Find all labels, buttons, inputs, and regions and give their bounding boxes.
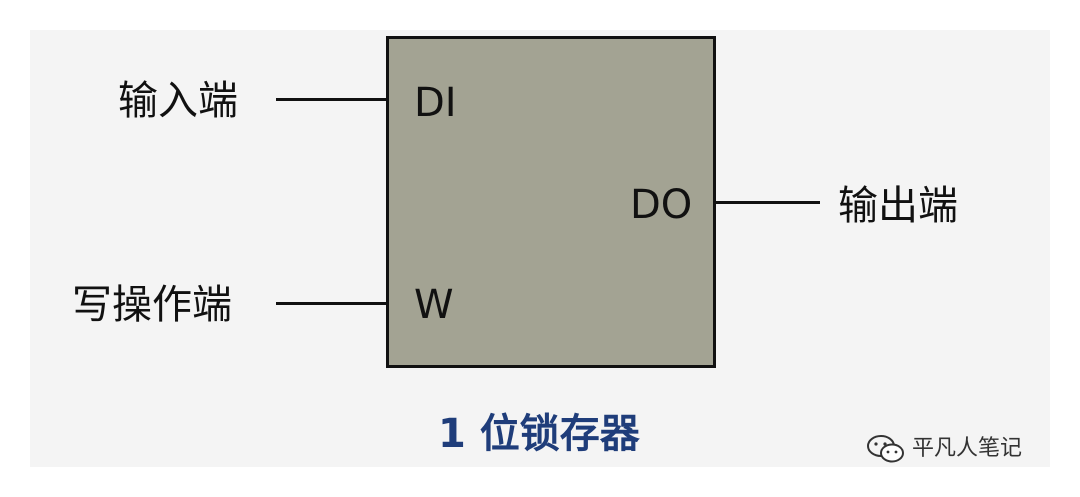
pin-w: W (414, 282, 454, 328)
label-output: 输出端 (838, 183, 958, 229)
input-wire-w (276, 302, 388, 305)
label-write: 写操作端 (72, 282, 232, 328)
wechat-icon (866, 434, 906, 464)
input-wire-di (276, 98, 388, 101)
label-input: 输入端 (118, 78, 238, 124)
watermark-text: 平凡人笔记 (912, 436, 1023, 461)
watermark: 平凡人笔记 (866, 434, 1022, 464)
pin-di: DI (414, 80, 457, 126)
output-wire-do (716, 201, 820, 204)
latch-block (386, 36, 716, 368)
diagram-caption: 1 位锁存器 (438, 411, 640, 457)
pin-do: DO (630, 182, 693, 228)
